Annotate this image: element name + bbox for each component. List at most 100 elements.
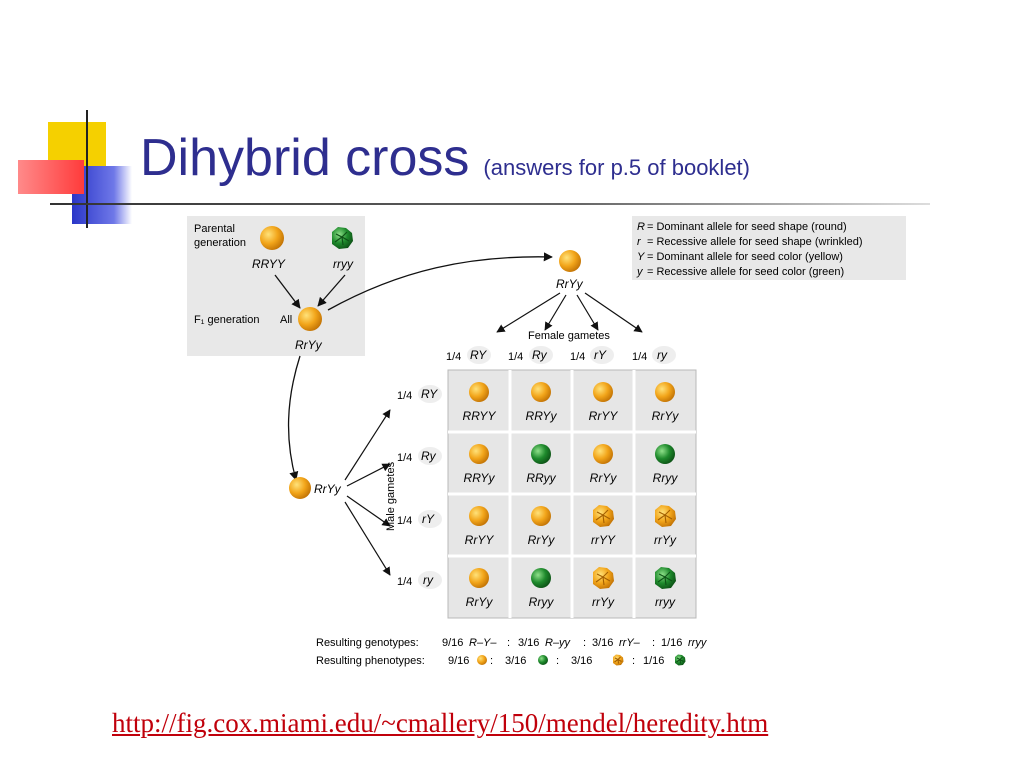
punnett-cell-genotype: RrYy xyxy=(466,595,494,609)
female-gamete-3-fraction: 1/4 xyxy=(570,351,585,363)
parent-2-genotype: rryy xyxy=(333,257,354,271)
male-gamete-1-allele: RY xyxy=(421,387,438,401)
genotype-code-2: R–yy xyxy=(545,637,572,649)
parent-2-pea-wrinkled-green xyxy=(332,227,353,249)
female-gamete-1: 1/4 RY xyxy=(446,346,491,364)
pea-round-yellow-icon xyxy=(593,382,613,402)
punnett-cell-genotype: RrYY xyxy=(589,409,619,423)
arrow-f1-to-male xyxy=(287,355,301,481)
legend-text-R: = Dominant allele for seed shape (round) xyxy=(647,221,847,233)
male-gamete-1: 1/4 RY xyxy=(397,385,442,403)
legend-row-4: y = Recessive allele for seed color (gre… xyxy=(636,266,844,278)
deco-vertical-line xyxy=(86,110,88,228)
male-gamete-4: 1/4 ry xyxy=(397,571,442,589)
female-gamete-1-allele: RY xyxy=(470,348,487,362)
male-gamete-3: 1/4 rY xyxy=(397,510,442,528)
phenotype-sep-2: : xyxy=(556,655,559,667)
f1-label: F₁ generation xyxy=(194,314,259,326)
legend-symbol-y: y xyxy=(636,266,644,278)
genotype-sep-2: : xyxy=(583,637,586,649)
arrow-parent-1-to-f1 xyxy=(274,274,301,309)
punnett-cell-genotype: RrYy xyxy=(528,533,556,547)
genotype-code-1: R–Y– xyxy=(469,637,497,649)
female-gamete-4-allele: ry xyxy=(657,348,668,362)
male-gamete-4-bubble xyxy=(418,571,442,589)
female-gamete-2-fraction: 1/4 xyxy=(508,351,523,363)
punnett-cell-genotype: rrYy xyxy=(592,595,615,609)
pea-round-yellow-icon xyxy=(469,506,489,526)
male-gamete-2-bubble xyxy=(418,447,442,465)
legend-symbol-R: R xyxy=(637,221,645,233)
title-subtitle: (answers for p.5 of booklet) xyxy=(483,155,750,180)
phenotype-round-yellow-icon xyxy=(477,655,487,665)
pea-wrinkled-green-icon xyxy=(655,567,676,589)
parental-label-line1: Parental xyxy=(194,223,235,235)
deco-horizontal-line xyxy=(50,203,930,205)
legend-row-1: R = Dominant allele for seed shape (roun… xyxy=(637,221,847,233)
female-parent-pea-round-yellow xyxy=(559,250,581,272)
pea-round-green-icon xyxy=(531,568,551,588)
pea-wrinkled-yellow-icon xyxy=(593,505,614,527)
slide-title: Dihybrid cross(answers for p.5 of bookle… xyxy=(140,128,750,188)
pea-round-yellow-icon xyxy=(655,382,675,402)
genotype-code-3: rrY– xyxy=(619,637,641,649)
phenotypes-label: Resulting phenotypes: xyxy=(316,655,425,667)
genotypes-row: Resulting genotypes: 9/16 R–Y– : 3/16 R–… xyxy=(316,637,708,649)
female-gamete-2-bubble xyxy=(529,346,553,364)
male-gametes-label: Male gametes xyxy=(385,461,397,531)
parent-1-pea-round-yellow xyxy=(260,226,284,250)
arrow-parent-2-to-f1 xyxy=(317,274,346,307)
punnett-cell-genotype: RRYY xyxy=(463,409,497,423)
female-gamete-3: 1/4 rY xyxy=(570,346,614,364)
male-gamete-4-fraction: 1/4 xyxy=(397,576,412,588)
arrow-male-to-ry4 xyxy=(344,501,391,576)
pea-round-green-icon xyxy=(531,444,551,464)
male-gamete-3-fraction: 1/4 xyxy=(397,515,412,527)
genotypes-label: Resulting genotypes: xyxy=(316,637,419,649)
genotype-ratio-1: 9/16 xyxy=(442,637,463,649)
female-gamete-4-bubble xyxy=(652,346,676,364)
punnett-cell-genotype: rrYY xyxy=(591,533,616,547)
arrow-male-to-ry2 xyxy=(346,463,391,487)
punnett-cell-genotype: RRYy xyxy=(464,471,496,485)
parent-1-genotype: RRYY xyxy=(252,257,286,271)
genotype-code-4: rryy xyxy=(688,637,708,649)
punnett-cell-genotype: RRyy xyxy=(526,471,556,485)
f1-genotype: RrYy xyxy=(295,338,323,352)
female-gamete-3-bubble xyxy=(590,346,614,364)
arrow-male-to-ry3 xyxy=(346,495,391,527)
punnett-cell-genotype: RrYy xyxy=(652,409,680,423)
female-gamete-1-bubble xyxy=(467,346,491,364)
male-gamete-2-allele: Ry xyxy=(421,449,437,463)
male-gamete-3-allele: rY xyxy=(422,512,435,526)
arrow-female-to-ry1 xyxy=(496,292,561,333)
genotype-sep-1: : xyxy=(507,637,510,649)
parental-label-line2: generation xyxy=(194,237,246,249)
f1-pea-round-yellow xyxy=(298,307,322,331)
punnett-cell-genotype: RRYy xyxy=(526,409,558,423)
pea-round-yellow-icon xyxy=(469,382,489,402)
female-parent-genotype: RrYy xyxy=(556,277,584,291)
male-gamete-1-fraction: 1/4 xyxy=(397,390,412,402)
legend-text-Y: = Dominant allele for seed color (yellow… xyxy=(647,251,843,263)
legend-symbol-Y: Y xyxy=(637,251,645,263)
legend-text-y: = Recessive allele for seed color (green… xyxy=(647,266,844,278)
pea-wrinkled-yellow-icon xyxy=(593,567,614,589)
female-gamete-4-fraction: 1/4 xyxy=(632,351,647,363)
legend-symbol-r: r xyxy=(637,236,642,248)
female-gamete-4: 1/4 ry xyxy=(632,346,676,364)
pea-round-yellow-icon xyxy=(469,444,489,464)
legend-box xyxy=(632,216,906,280)
deco-red-square xyxy=(18,160,84,194)
male-gamete-2-fraction: 1/4 xyxy=(397,452,412,464)
arrow-male-to-ry1 xyxy=(344,409,391,481)
pea-wrinkled-yellow-icon xyxy=(655,505,676,527)
source-link[interactable]: http://fig.cox.miami.edu/~cmallery/150/m… xyxy=(112,708,769,738)
male-gamete-3-bubble xyxy=(418,510,442,528)
genotype-ratio-2: 3/16 xyxy=(518,637,539,649)
female-gametes-label: Female gametes xyxy=(528,330,610,342)
phenotype-wrinkled-green-icon xyxy=(675,654,686,666)
arrow-f1-to-female xyxy=(327,252,553,311)
phenotype-ratio-2: 3/16 xyxy=(505,655,526,667)
